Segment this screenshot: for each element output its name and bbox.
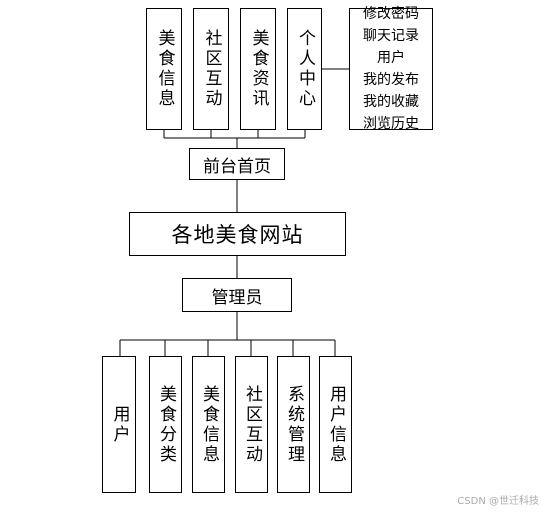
personal-item: 浏览历史 — [363, 116, 419, 132]
watermark: CSDN @世迁科技 — [457, 496, 539, 507]
personal-item: 我的收藏 — [363, 94, 419, 110]
personal-item: 我的发布 — [363, 72, 419, 88]
personal-item: 修改密码 — [363, 6, 419, 22]
personal-item: 用户 — [377, 50, 405, 66]
personal-item: 聊天记录 — [363, 28, 419, 44]
admin-node: 管理员 — [182, 278, 292, 312]
front-home-node: 前台首页 — [189, 148, 285, 180]
admin-module-community: 社区互动 — [235, 356, 268, 493]
admin-module-user-info: 用户信息 — [319, 356, 352, 493]
front-module-personal-center: 个人中心 — [287, 8, 322, 130]
root-node: 各地美食网站 — [129, 212, 346, 256]
front-module-community: 社区互动 — [193, 8, 229, 130]
admin-module-food-category: 美食分类 — [149, 356, 182, 493]
front-module-food-info: 美食信息 — [146, 8, 182, 130]
admin-module-system: 系统管理 — [277, 356, 310, 493]
admin-module-users: 用户 — [102, 356, 136, 493]
front-module-food-news: 美食资讯 — [240, 8, 276, 130]
personal-center-items: 修改密码 聊天记录 用户 我的发布 我的收藏 浏览历史 — [349, 6, 433, 132]
admin-module-food-info: 美食信息 — [192, 356, 225, 493]
